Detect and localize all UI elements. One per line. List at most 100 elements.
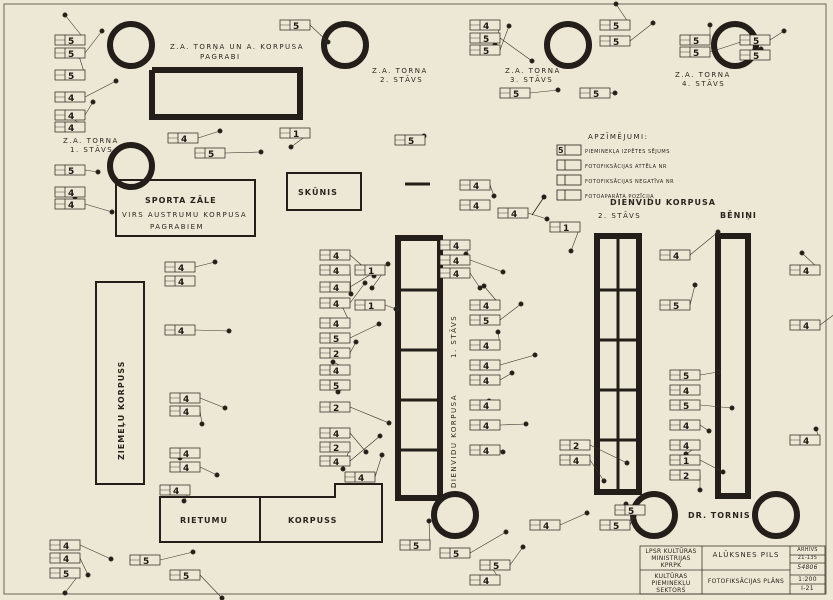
marker-number: 2 [573,442,579,452]
camera-position-dot [212,259,218,265]
marker-number: 4 [333,430,339,440]
marker-number: 4 [333,267,339,277]
camera-position-dot [113,78,119,84]
camera-position-dot [348,291,354,297]
photo-marker: 1 [549,221,581,234]
legend-item-image-no: FOTOFIKSĀCIJAS ATTĒLA NR [585,163,667,170]
title-block-sheet-no: I-21 [801,585,814,592]
marker-number: 5 [593,90,599,100]
camera-position-dot [503,529,509,535]
marker-number: 5 [68,72,74,82]
camera-position-dot [379,452,385,458]
marker-number: 5 [208,150,214,160]
marker-number: 4 [333,458,339,468]
title-block-archive-no: 21-135 [797,555,818,561]
camera-position-dot [288,144,294,150]
marker-number: 5 [293,22,299,32]
photo-marker: 5 [669,369,701,382]
photo-marker: 4 [469,444,501,457]
camera-position-dot [697,487,703,493]
camera-position-dot [362,280,368,286]
marker-number: 5 [413,542,419,552]
photo-marker: 4 [164,261,196,274]
marker-number: 5 [753,37,759,47]
marker-number: 4 [483,377,489,387]
title-block-org: LPSR KULTŪRAS MINISTRIJAS KPRPK [645,548,697,569]
marker-number: 5 [483,47,489,57]
photo-marker: 4 [164,275,196,288]
marker-number: 4 [453,270,459,280]
photo-marker: 5 [169,569,201,582]
camera-ray [84,101,94,116]
marker-number: 5 [628,507,634,517]
camera-ray [84,30,103,54]
camera-position-dot [426,518,432,524]
photo-marker: 4 [669,439,701,452]
marker-number: 4 [483,422,489,432]
camera-ray [199,574,223,599]
photo-marker: 5 [659,299,691,312]
marker-number: 5 [68,50,74,60]
camera-ray [769,30,785,41]
marker-number: 4 [483,22,489,32]
camera-position-dot [340,466,346,472]
marker-number: 5 [63,570,69,580]
camera-position-dot [495,329,501,335]
camera-ray [819,315,833,326]
marker-number: 2 [333,404,339,414]
marker-number: 5 [683,402,689,412]
marker-number: 4 [173,487,179,497]
photo-marker: 4 [497,207,529,220]
photo-marker: 5 [499,87,531,100]
photo-marker: 4 [459,179,491,192]
camera-position-dot [509,370,515,376]
marker-number: 5 [753,52,759,62]
camera-position-dot [520,544,526,550]
label-north-wing: ZIEMEĻU KORPUSS [117,361,126,460]
label-tower-1b: 1. STĀVS [70,145,113,154]
camera-position-dot [226,328,232,334]
camera-position-dot [385,261,391,267]
marker-number: 5 [613,522,619,532]
marker-number: 4 [358,474,364,484]
photo-marker: 4 [319,297,351,310]
photo-marker: 4 [439,254,471,267]
marker-number: 4 [333,252,339,262]
photo-marker: 4 [469,299,501,312]
photo-marker: 5 [679,34,711,47]
photo-marker: 4 [469,339,501,352]
marker-number: 4 [63,542,69,552]
camera-position-dot [555,87,561,93]
camera-position-dot [190,549,196,555]
camera-ray [589,459,605,482]
photo-marker: 4 [54,121,86,134]
camera-position-dot [568,248,574,254]
label-south-wing-2: DIENVIDU KORPUSA [610,198,716,207]
camera-ray [689,231,719,256]
photo-marker: 5 [669,399,701,412]
photo-marker: 1 [279,127,311,140]
camera-ray [349,323,380,339]
photo-marker: 4 [49,552,81,565]
marker-number: 5 [333,335,339,345]
title-block-sheet-title: FOTOFIKSĀCIJAS PLĀNS [707,578,785,585]
label-south-wing-1b: 1. STĀVS [449,315,458,358]
photo-marker: 4 [169,461,201,474]
camera-ray [499,423,527,426]
marker-number: 4 [333,284,339,294]
camera-position-dot [376,321,382,327]
marker-number: 4 [473,202,479,212]
label-sports-hall: SPORTA ZĀLE [145,195,217,205]
camera-position-dot [222,405,228,411]
photo-marker: 4 [169,447,201,460]
marker-number: 5 [453,550,459,560]
marker-number: 4 [178,327,184,337]
marker-number: 1 [293,130,299,140]
marker-number: 4 [483,362,489,372]
camera-position-dot [377,433,383,439]
camera-ray [527,212,548,220]
photo-marker: 4 [319,317,351,330]
marker-number: 5 [693,37,699,47]
photo-marker: 4 [469,419,501,432]
